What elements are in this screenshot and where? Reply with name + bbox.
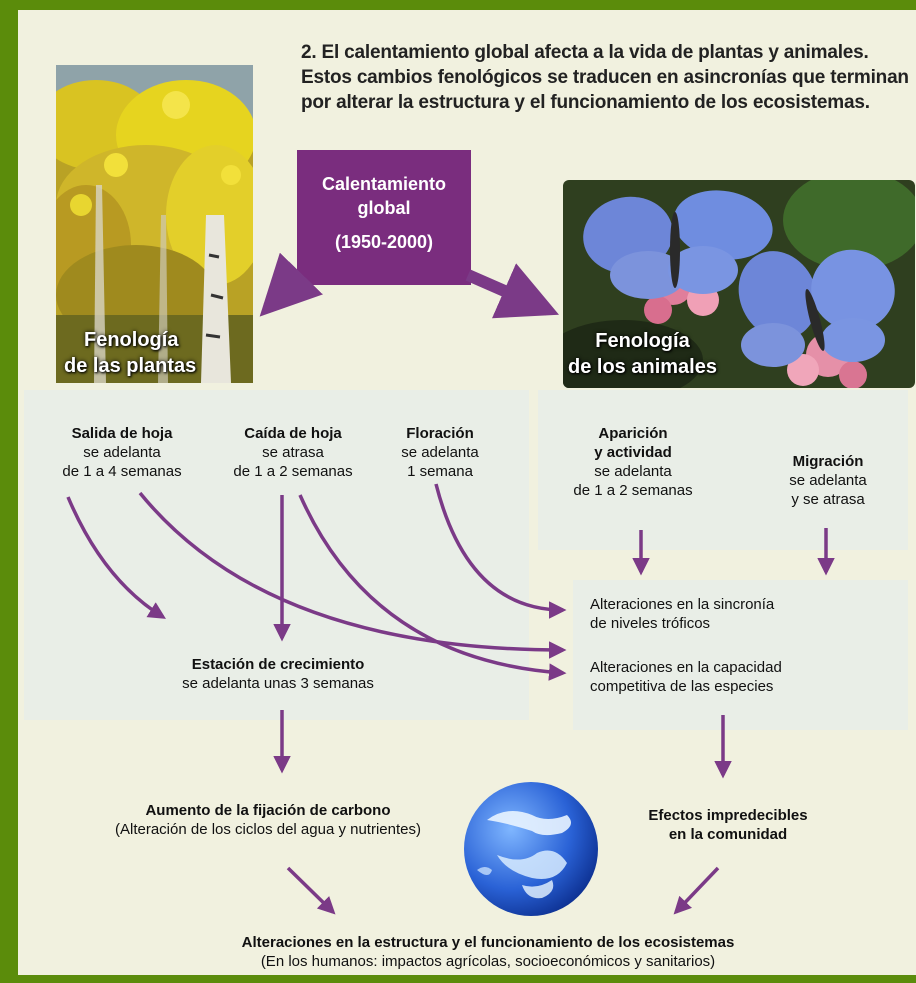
competitive-capacity-box: Alteraciones en la capacidad competitiva… <box>590 658 850 696</box>
leaf-fall-line-1: se atrasa <box>262 444 324 461</box>
carbon-fixation-title: Aumento de la fijación de carbono <box>145 802 391 819</box>
plants-label-line-2: de las plantas <box>64 355 197 377</box>
trophic-sync-box: Alteraciones en la sincronía de niveles … <box>590 595 850 633</box>
leaf-out-line-2: de 1 a 4 semanas <box>62 463 182 480</box>
growing-season-line-1: se adelanta unas 3 semanas <box>182 675 374 692</box>
background-tint <box>573 580 908 730</box>
intro-text: 2. El calentamiento global afecta a la v… <box>301 40 911 115</box>
trophic-sync-line-2: de niveles tróficos <box>590 615 711 632</box>
background-tint <box>538 390 908 550</box>
community-effects: Efectos impredecibles en la comunidad <box>618 806 838 844</box>
leaf-out-title: Salida de hoja <box>71 425 173 442</box>
migration-line-2: y se atrasa <box>791 491 865 508</box>
central-line-3: (1950-2000) <box>334 232 434 252</box>
community-line-1: Efectos impredecibles <box>648 807 808 824</box>
leaf-out-line-1: se adelanta <box>83 444 161 461</box>
aspen-trees-illustration <box>56 65 253 383</box>
competitive-line-2: competitiva de las especies <box>590 678 774 695</box>
arrow-to-animals <box>465 263 559 319</box>
emergence-effect: Aparición y actividad se adelanta de 1 a… <box>548 424 718 500</box>
growing-season-effect: Estación de crecimiento se adelanta unas… <box>148 655 408 693</box>
competitive-line-1: Alteraciones en la capacidad <box>590 659 782 676</box>
emergence-line-1: se adelanta <box>594 463 672 480</box>
emergence-title-2: y actividad <box>594 444 672 461</box>
background-tint <box>24 390 529 720</box>
carbon-fixation-effect: Aumento de la fijación de carbono (Alter… <box>78 801 458 839</box>
global-warming-box: Calentamiento global (1950-2000) <box>297 150 471 285</box>
ecosystem-title: Alteraciones en la estructura y el funci… <box>241 934 735 951</box>
flowering-line-1: se adelanta <box>401 444 479 461</box>
animals-label-line-1: Fenología <box>595 330 690 352</box>
arrow-flowering-to-sync <box>434 483 567 619</box>
arrow-carbon-to-final <box>286 866 336 915</box>
animals-photo: Fenología de los animales <box>563 180 915 388</box>
earth-globe-icon <box>464 782 598 916</box>
migration-line-1: se adelanta <box>789 472 867 489</box>
butterflies-illustration <box>563 180 915 388</box>
central-line-2: global <box>357 198 411 218</box>
ecosystem-alterations: Alteraciones en la estructura y el funci… <box>168 933 808 971</box>
migration-title: Migración <box>792 453 864 470</box>
ecosystem-line-1: (En los humanos: impactos agrícolas, soc… <box>260 953 716 970</box>
growing-season-title: Estación de crecimiento <box>191 656 365 673</box>
diagram-page: 2. El calentamiento global afecta a la v… <box>18 10 916 975</box>
emergence-title-1: Aparición <box>598 425 668 442</box>
plants-photo: Fenología de las plantas <box>56 65 253 383</box>
plants-label-line-1: Fenología <box>84 329 179 351</box>
arrow-leafout-to-capacity <box>138 491 567 659</box>
animals-label: Fenología de los animales <box>568 328 717 380</box>
leaf-fall-line-2: de 1 a 2 semanas <box>233 463 353 480</box>
arrow-leafout-to-growing <box>66 496 166 619</box>
arrow-community-to-final <box>673 866 720 915</box>
carbon-fixation-line-1: (Alteración de los ciclos del agua y nut… <box>115 821 421 838</box>
leaf-fall-title: Caída de hoja <box>244 425 342 442</box>
animals-label-line-2: de los animales <box>568 356 717 378</box>
plants-label: Fenología de las plantas <box>64 327 196 379</box>
flowering-effect: Floración se adelanta 1 semana <box>375 424 505 481</box>
arrow-to-plants <box>259 252 323 317</box>
leaf-out-effect: Salida de hoja se adelanta de 1 a 4 sema… <box>32 424 212 481</box>
leaf-fall-effect: Caída de hoja se atrasa de 1 a 2 semanas <box>203 424 383 481</box>
flowering-line-2: 1 semana <box>407 463 473 480</box>
flowering-title: Floración <box>406 425 474 442</box>
migration-effect: Migración se adelanta y se atrasa <box>768 452 888 509</box>
emergence-line-2: de 1 a 2 semanas <box>573 482 693 499</box>
intro-line-2: Estos cambios fenológicos se traducen en… <box>301 67 909 88</box>
arrow-leaffall-to-capacity <box>298 494 567 681</box>
community-line-2: en la comunidad <box>668 826 788 843</box>
arrows-layer <box>66 252 835 915</box>
trophic-sync-line-1: Alteraciones en la sincronía <box>590 596 775 613</box>
central-line-1: Calentamiento <box>321 174 447 194</box>
intro-line-3: por alterar la estructura y el funcionam… <box>301 92 870 113</box>
intro-line-1: 2. El calentamiento global afecta a la v… <box>301 42 869 63</box>
